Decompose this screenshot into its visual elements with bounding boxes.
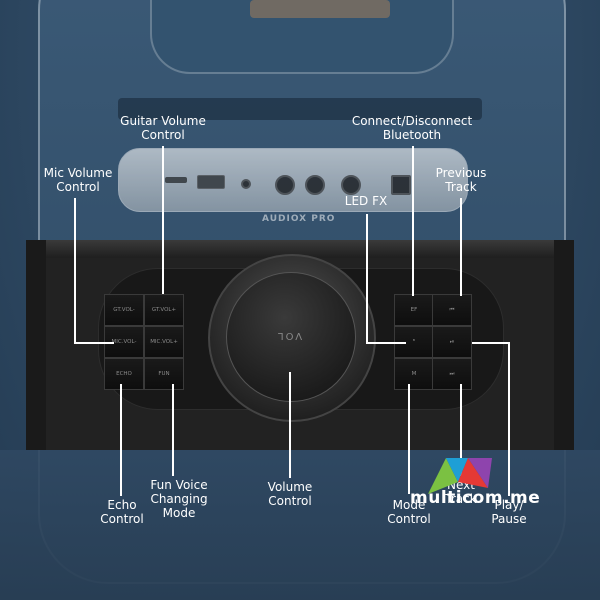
- volume-line: [289, 372, 291, 478]
- left-button-group: GT.VOL- GT.VOL+ MIC.VOL- MIC.VOL+ ECHO F…: [104, 294, 184, 390]
- mic-volume-up-button[interactable]: MIC.VOL+: [144, 326, 184, 358]
- next-track-button[interactable]: ⏭: [432, 358, 472, 390]
- label-volume: Volume Control: [267, 480, 313, 508]
- vent-slot: [118, 98, 482, 120]
- play-pause-button[interactable]: ⏯: [432, 326, 472, 358]
- led-fx-line-v: [366, 214, 368, 344]
- usb-port: [197, 175, 225, 189]
- fun-voice-line: [172, 384, 174, 476]
- guitar-volume-down-button[interactable]: GT.VOL-: [104, 294, 144, 326]
- mic-jack-1: [275, 175, 295, 195]
- volume-knob[interactable]: [226, 272, 356, 402]
- watermark-logo: [428, 458, 492, 494]
- aux-led: [241, 179, 251, 189]
- label-guitar-volume: Guitar Volume Control: [120, 114, 206, 142]
- label-connect-bluetooth: Connect/Disconnect Bluetooth: [351, 114, 473, 142]
- mic-volume-line-v: [74, 198, 76, 344]
- brand-logo: AUDIOX PRO: [262, 214, 336, 224]
- lower-body: [0, 450, 600, 600]
- label-echo: Echo Control: [100, 498, 144, 526]
- echo-button[interactable]: ECHO: [104, 358, 144, 390]
- previous-track-line: [460, 198, 462, 296]
- mode-line: [408, 384, 410, 494]
- handle-strap: [250, 0, 390, 18]
- led-fx-button[interactable]: EF: [394, 294, 434, 326]
- dc-in-port: [391, 175, 411, 195]
- play-pause-line-h: [472, 342, 510, 344]
- mic-jack-2: [305, 175, 325, 195]
- label-mode: Mode Control: [387, 498, 431, 526]
- previous-track-button[interactable]: ⏮: [432, 294, 472, 326]
- right-button-group: EF ⏮ ᴮ ⏯ M ⏭: [394, 294, 472, 390]
- guitar-volume-up-button[interactable]: GT.VOL+: [144, 294, 184, 326]
- mic-volume-line-h: [74, 342, 114, 344]
- knob-label: VOL: [276, 330, 303, 341]
- bluetooth-line: [412, 146, 414, 296]
- play-pause-line-v: [508, 342, 510, 496]
- mode-button[interactable]: M: [394, 358, 434, 390]
- sd-slot: [165, 177, 187, 183]
- led-fx-line-h: [366, 342, 406, 344]
- port-panel: [118, 148, 468, 212]
- label-mic-volume: Mic Volume Control: [43, 166, 113, 194]
- label-fun-voice: Fun Voice Changing Mode: [150, 478, 208, 520]
- label-previous-track: Previous Track: [435, 166, 487, 194]
- next-track-line: [460, 384, 462, 476]
- label-led-fx: LED FX: [344, 194, 388, 208]
- guitar-volume-line: [162, 146, 164, 294]
- echo-line: [120, 384, 122, 496]
- watermark-text: multicom.me: [410, 488, 541, 508]
- label-play-pause: Play/ Pause: [491, 498, 527, 526]
- fun-voice-button[interactable]: FUN: [144, 358, 184, 390]
- guitar-jack: [341, 175, 361, 195]
